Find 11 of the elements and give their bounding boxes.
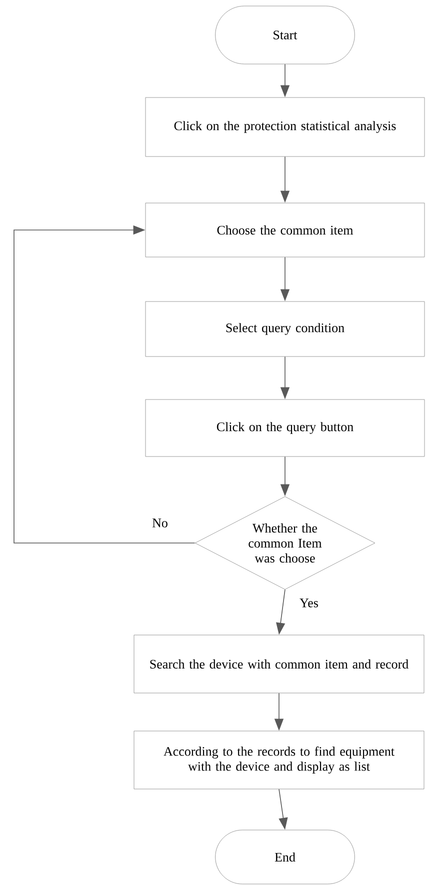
- process-box: Search the device with common item and record: [134, 634, 424, 694]
- process-box: According to the records to find equipment with the device and display as list: [134, 730, 424, 790]
- terminal-capsule: End: [215, 830, 355, 884]
- arrow: [14, 225, 196, 544]
- edge-label: No: [151, 518, 169, 528]
- process-box: Choose the common item: [145, 202, 425, 258]
- process-box: Click on the query button: [145, 399, 425, 457]
- process-box: Select query condition: [145, 301, 425, 357]
- edge-label: Yes: [298, 598, 320, 608]
- terminal-capsule: Start: [215, 6, 355, 64]
- process-box: Click on the protection statistical analysis: [145, 97, 425, 157]
